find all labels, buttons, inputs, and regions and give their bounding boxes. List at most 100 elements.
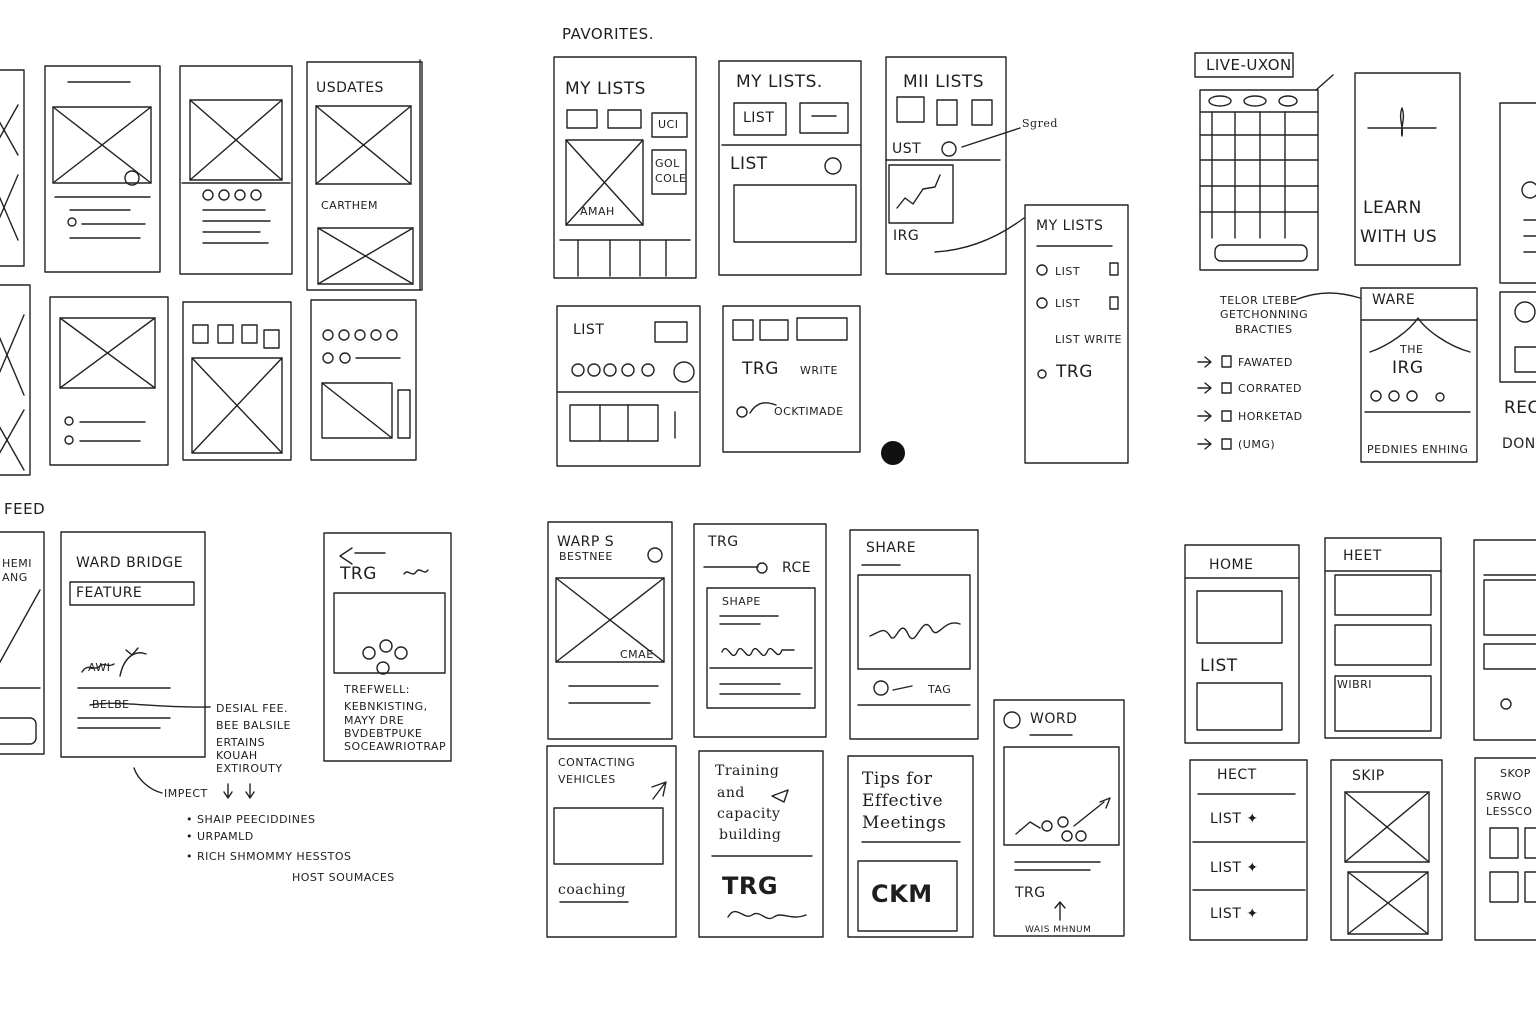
frame-c1 <box>306 61 423 291</box>
home-list-row: LIST <box>1200 656 1238 676</box>
ward-feature-tab[interactable]: FEATURE <box>76 585 143 601</box>
heet-title: HEET <box>1343 548 1382 564</box>
frame-training <box>698 750 824 938</box>
mylists2-list-button[interactable]: LIST <box>743 110 775 126</box>
edge-right-text2: DON <box>1502 436 1536 452</box>
tips-line1: Tips for <box>862 769 933 789</box>
tips-big: CKM <box>871 880 933 908</box>
frame-b2 <box>182 301 292 461</box>
hect-list-item-label: LIST <box>1210 906 1242 922</box>
mylists-panel-item[interactable]: LIST <box>1055 297 1081 310</box>
mylists1-title: MY LISTS <box>565 79 646 99</box>
frame-edge-right-top <box>1499 102 1536 284</box>
live-label-box <box>1194 52 1294 78</box>
frame-hect <box>1189 759 1308 941</box>
frame-a2 <box>49 296 169 466</box>
training-line4: building <box>719 827 782 843</box>
home-title: HOME <box>1209 557 1254 573</box>
mylists-panel-item[interactable]: LIST <box>1055 265 1081 278</box>
frame-home <box>1184 544 1300 744</box>
frame-contacting <box>546 745 677 938</box>
trg-post-body: TREFWELL: <box>344 683 410 696</box>
mylists1-tag: UCI <box>658 118 679 131</box>
frame-share <box>849 529 979 740</box>
feed-bullet: • RICH SHMOMMY HESSTOS <box>186 850 352 863</box>
trg-write-row1b: WRITE <box>800 364 838 377</box>
ware-trg: IRG <box>1392 358 1424 378</box>
feed-note5: EXTIROUTY <box>216 762 283 775</box>
skip-title: SKIP <box>1352 768 1385 784</box>
frame-edge-br2 <box>1474 757 1536 941</box>
warp-title: WARP S <box>557 534 615 550</box>
mylists3-row: UST <box>892 141 922 157</box>
contacting-line2: VEHICLES <box>558 773 616 786</box>
feed-bullet-text: URPAMLD <box>197 830 254 843</box>
frame-learn <box>1354 72 1461 266</box>
share-footer: TAG <box>928 683 952 696</box>
frame-c2 <box>310 299 417 461</box>
updates-caption: CARTHEM <box>321 199 378 212</box>
frame-feed-edge <box>0 531 45 755</box>
trg-shape-right: RCE <box>782 560 812 576</box>
contacting-footer: coaching <box>558 882 626 898</box>
hect-list-item[interactable]: LIST ✦ <box>1210 811 1259 827</box>
word-caption: WAIS MHNUM <box>1025 925 1092 935</box>
trg-post-body: KEBNKISTING, <box>344 700 428 713</box>
warp-tag: CMAE <box>620 648 654 661</box>
list-title: LIST <box>573 322 605 338</box>
live-list-item: (UMG) <box>1238 438 1276 451</box>
share-title: SHARE <box>866 540 917 556</box>
ward-title: WARD BRIDGE <box>76 555 184 571</box>
edge-right-text1: REC <box>1504 398 1536 418</box>
hect-list-item[interactable]: LIST ✦ <box>1210 906 1259 922</box>
contacting-line1: CONTACTING <box>558 756 636 769</box>
frame-ward-feature <box>60 531 206 758</box>
frame-edge-br1 <box>1473 539 1536 741</box>
feed-bullet: • SHAIP PEECIDDINES <box>186 813 316 826</box>
frame-trg-post <box>323 532 452 762</box>
mylists3-title: MII LISTS <box>903 72 985 92</box>
frame-b1 <box>179 65 293 275</box>
ware-footer: PEDNIES ENHING <box>1367 443 1469 456</box>
ward-label: BELBE <box>92 698 130 711</box>
edge-br-sub2: LESSCO <box>1486 805 1533 818</box>
trg-shape-box-label: SHAPE <box>722 595 761 608</box>
feed-note1: DESIAL FEE. <box>216 702 289 715</box>
mylists-panel-item[interactable]: LIST WRITE <box>1055 333 1123 346</box>
section-feed: FEED <box>4 500 46 518</box>
heet-foot: WIBRI <box>1337 678 1373 691</box>
tips-line2: Effective <box>862 791 944 811</box>
live-note3: BRACTIES <box>1235 323 1293 336</box>
training-line3: capacity <box>717 806 781 822</box>
frame-trg-shape <box>693 523 827 738</box>
frame-edge-top <box>0 69 25 267</box>
mylists2-title: MY LISTS. <box>736 72 823 92</box>
training-big: TRG <box>722 872 779 900</box>
live-note2: GETCHONNING <box>1220 308 1309 321</box>
live-note1: TELOR LTEBE <box>1220 294 1298 307</box>
updates-title: USDATES <box>316 80 384 96</box>
frame-skip <box>1330 759 1443 941</box>
edge-br-title: SKOP <box>1500 767 1531 780</box>
section-live: LIVE-UXON <box>1206 56 1292 74</box>
hect-list-item-label: LIST <box>1210 860 1242 876</box>
hect-list-item[interactable]: LIST ✦ <box>1210 860 1259 876</box>
mylists-panel-item[interactable]: TRG <box>1056 362 1093 382</box>
frame-word <box>993 699 1125 937</box>
mylists1-tag2: GOL <box>655 157 680 170</box>
frame-heet <box>1324 537 1442 739</box>
feed-extra: HOST SOUMACES <box>292 871 395 884</box>
live-list-item: CORRATED <box>1238 382 1302 395</box>
live-list-item: FAWATED <box>1238 356 1293 369</box>
frame-trg-write <box>722 305 861 453</box>
hect-title: HECT <box>1217 767 1257 783</box>
ware-sub: THE <box>1400 343 1424 356</box>
frame-edge-right-mid <box>1499 291 1536 383</box>
ink-dot <box>881 441 905 465</box>
tips-line3: Meetings <box>862 813 947 833</box>
trg-shape-title: TRG <box>708 534 739 550</box>
feed-impect: IMPECT <box>164 787 208 800</box>
training-line2: and <box>717 785 745 801</box>
trg-post-body: SOCEAWRIOTRAP <box>344 740 447 753</box>
